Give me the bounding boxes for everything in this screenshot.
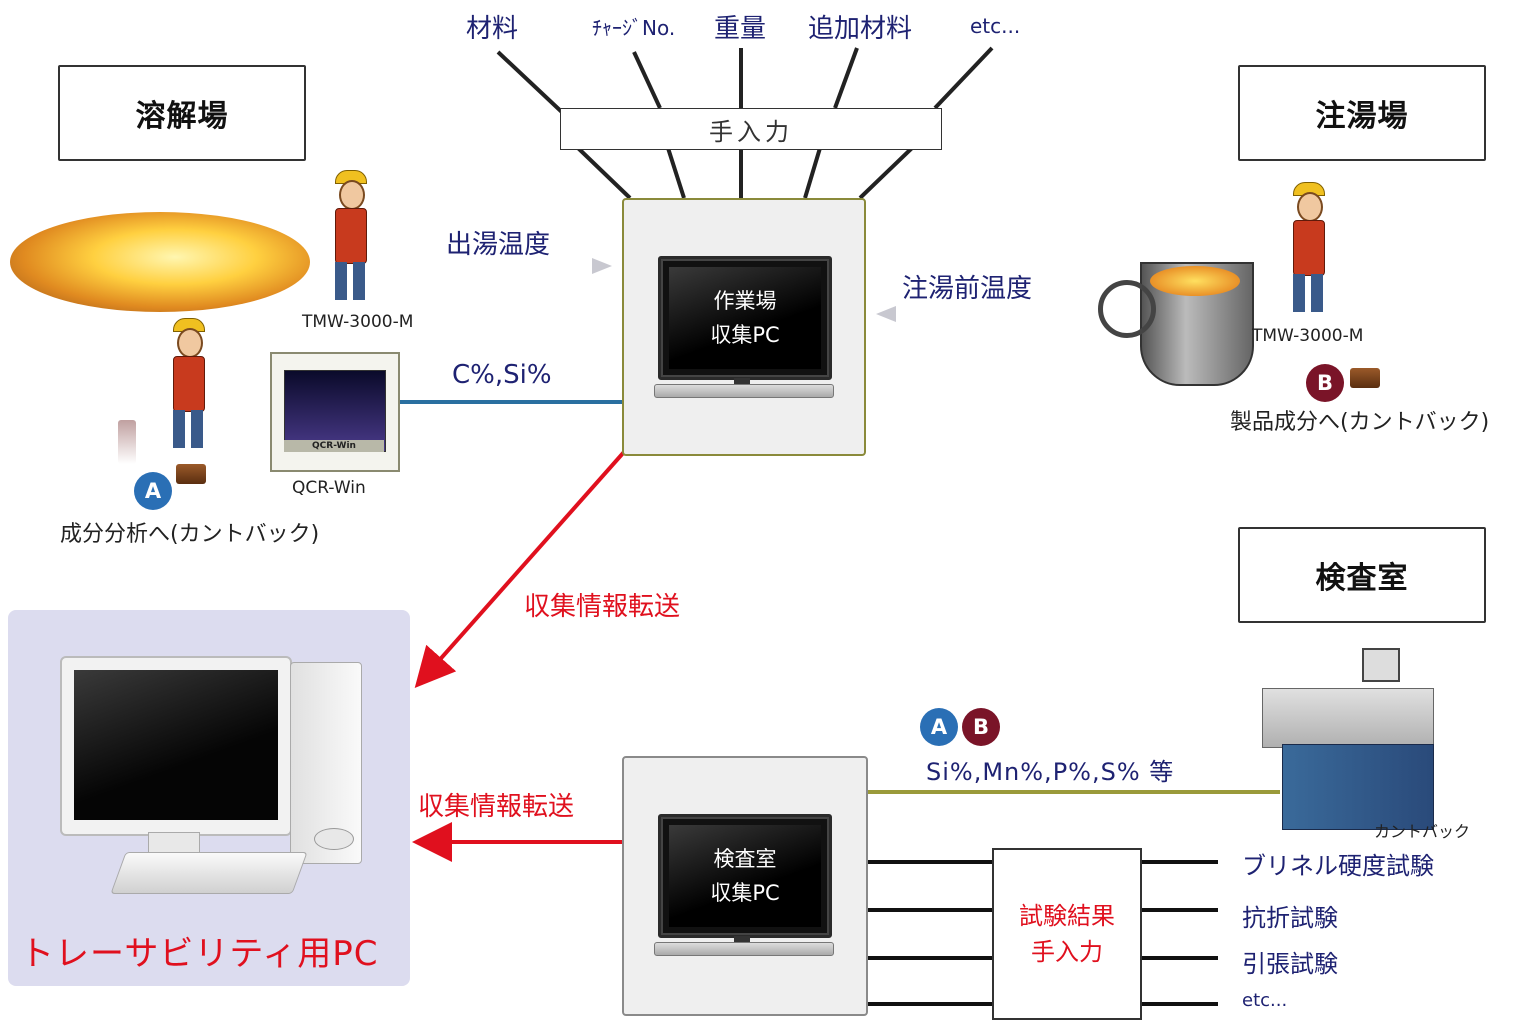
test-result-box: 試験結果 手入力 (992, 848, 1142, 1020)
inspection-screen: 検査室 収集PC (669, 825, 821, 927)
transfer-label-2: 収集情報転送 (418, 792, 575, 822)
ladle-wheel (1098, 280, 1156, 338)
traceability-mouse (314, 828, 354, 850)
melting-furnace (10, 212, 310, 312)
probe-b-icon (1350, 368, 1380, 388)
workplace-pc-line1: 作業場 (713, 289, 777, 313)
transfer-label-1: 収集情報転送 (524, 592, 681, 622)
qcr-win-label: QCR-Win (292, 478, 366, 498)
molten-metal (1150, 266, 1240, 296)
test-item-etc: etc... (1242, 990, 1288, 1011)
traceability-pc-panel: トレーサビリティ用PC (8, 610, 410, 986)
quantvac-label: カントバック (1374, 822, 1471, 841)
manual-input-additional: 追加材料 (808, 14, 913, 44)
inspection-pc-panel: 検査室 収集PC (622, 756, 868, 1016)
workplace-monitor-stand (734, 378, 750, 384)
manual-input-bar: 手入力 (560, 108, 942, 150)
worker-sampling (168, 318, 208, 458)
spectrometer-monitor (1362, 648, 1400, 682)
manual-input-charge-no: ﾁｬｰｼﾞNo. (592, 16, 676, 40)
inspection-pc-line2: 収集PC (710, 881, 780, 905)
tap-temp-label: 出湯温度 (446, 230, 551, 260)
sampling-cup (118, 420, 136, 464)
zone-inspection-label: 検査室 (1315, 561, 1409, 596)
sample-a-label: 成分分析へ(カントバック) (60, 522, 320, 547)
manual-input-lines (496, 46, 994, 200)
workplace-monitor: 作業場 収集PC (658, 256, 832, 380)
worker-pouring-temp (1288, 182, 1328, 322)
elements-label: Si%,Mn%,P%,S% 等 (926, 758, 1175, 786)
sample-a-badge: A (134, 472, 172, 510)
workplace-keyboard (654, 384, 834, 398)
manual-input-bar-label: 手入力 (709, 117, 793, 146)
traceability-pc-label: トレーサビリティ用PC (20, 934, 379, 974)
zone-melting-label: 溶解場 (135, 99, 229, 134)
zone-inspection: 検査室 (1238, 527, 1486, 623)
test-item-bending: 抗折試験 (1242, 904, 1338, 932)
test-result-line2: 手入力 (1031, 938, 1103, 966)
pouring-ladle (1140, 262, 1254, 386)
traceability-screen (74, 670, 278, 820)
inspection-monitor: 検査室 収集PC (658, 814, 832, 938)
inspection-keyboard (654, 942, 834, 956)
test-result-lines (864, 860, 1218, 1006)
zone-pouring-label: 注湯場 (1315, 99, 1409, 134)
sample-b-label: 製品成分へ(カントバック) (1230, 410, 1490, 435)
spectrometer (1262, 648, 1434, 830)
probe-a-icon (176, 464, 206, 484)
tmw-melt-label: TMW-3000-M (302, 312, 414, 332)
zone-pouring: 注湯場 (1238, 65, 1486, 161)
qcr-screen (284, 370, 386, 452)
pre-pour-temp-label: 注湯前温度 (902, 274, 1033, 304)
zone-melting: 溶解場 (58, 65, 306, 161)
qcr-screen-label: QCR-Win (284, 440, 384, 452)
workplace-pc-line2: 収集PC (710, 323, 780, 347)
transfer-arrow-1 (414, 450, 626, 688)
manual-input-material: 材料 (466, 14, 519, 44)
traceability-monitor (60, 656, 292, 836)
workplace-screen: 作業場 収集PC (669, 267, 821, 369)
manual-input-weight: 重量 (714, 14, 767, 44)
test-item-tensile: 引張試験 (1242, 950, 1338, 978)
worker-melting-temp (330, 170, 370, 310)
inspection-pc-line1: 検査室 (713, 847, 777, 871)
spectrometer-top (1262, 688, 1434, 748)
tmw-pour-label: TMW-3000-M (1252, 326, 1364, 346)
spectrometer-body (1282, 744, 1434, 830)
ab-badge-b: B (962, 708, 1000, 746)
c-si-label: C%,Si% (452, 360, 552, 390)
test-item-brinell: ブリネル硬度試験 (1242, 852, 1434, 880)
workplace-pc-panel: 作業場 収集PC (622, 198, 866, 456)
ab-badge-a: A (920, 708, 958, 746)
inspection-monitor-stand (734, 936, 750, 942)
test-result-line1: 試験結果 (1019, 902, 1115, 930)
traceability-keyboard (110, 852, 308, 894)
manual-input-etc: etc... (970, 14, 1021, 38)
sample-b-badge: B (1306, 364, 1344, 402)
qcr-win-device: QCR-Win (270, 352, 400, 472)
